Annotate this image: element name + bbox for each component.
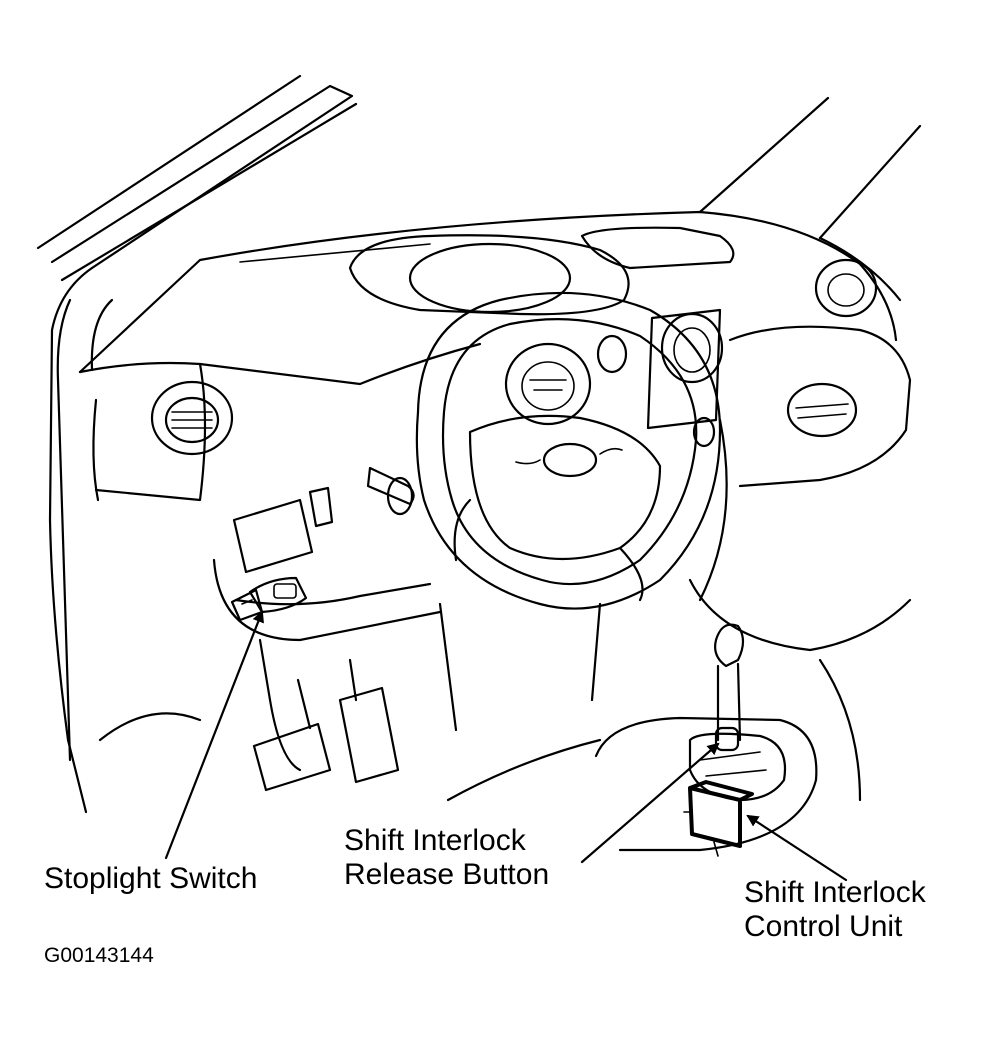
- center-vents: [646, 308, 724, 448]
- stoplight-switch-arrow: [164, 610, 264, 860]
- control-unit-arrow: [746, 814, 848, 882]
- control-unit-label: Shift Interlock Control Unit: [744, 876, 926, 944]
- pedals: [252, 658, 400, 792]
- leader-arrows: [164, 610, 848, 882]
- release-button-label-line1: Shift Interlock: [344, 824, 526, 857]
- right-dash: [688, 258, 912, 802]
- stoplight-switch-part: [230, 576, 308, 622]
- lower-dash: [98, 486, 442, 772]
- control-unit-label-line2: Control Unit: [744, 910, 903, 943]
- stoplight-switch-label: Stoplight Switch: [44, 862, 258, 895]
- windshield: [698, 96, 922, 302]
- figure-code: G00143144: [44, 944, 154, 967]
- release-button-arrow: [580, 742, 720, 864]
- dashboard-top: [78, 210, 898, 502]
- steering-column: [366, 466, 602, 732]
- left-air-vent: [150, 380, 234, 456]
- shift-interlock-control-unit-part: [683, 780, 754, 857]
- instrument-cluster: [348, 234, 630, 426]
- center-console: [446, 623, 818, 852]
- a-pillar: [36, 74, 358, 814]
- control-unit-label-line1: Shift Interlock: [744, 876, 926, 909]
- steering-wheel: [415, 291, 722, 610]
- release-button-label: Shift Interlock Release Button: [344, 824, 549, 892]
- release-button-label-line2: Release Button: [344, 858, 550, 891]
